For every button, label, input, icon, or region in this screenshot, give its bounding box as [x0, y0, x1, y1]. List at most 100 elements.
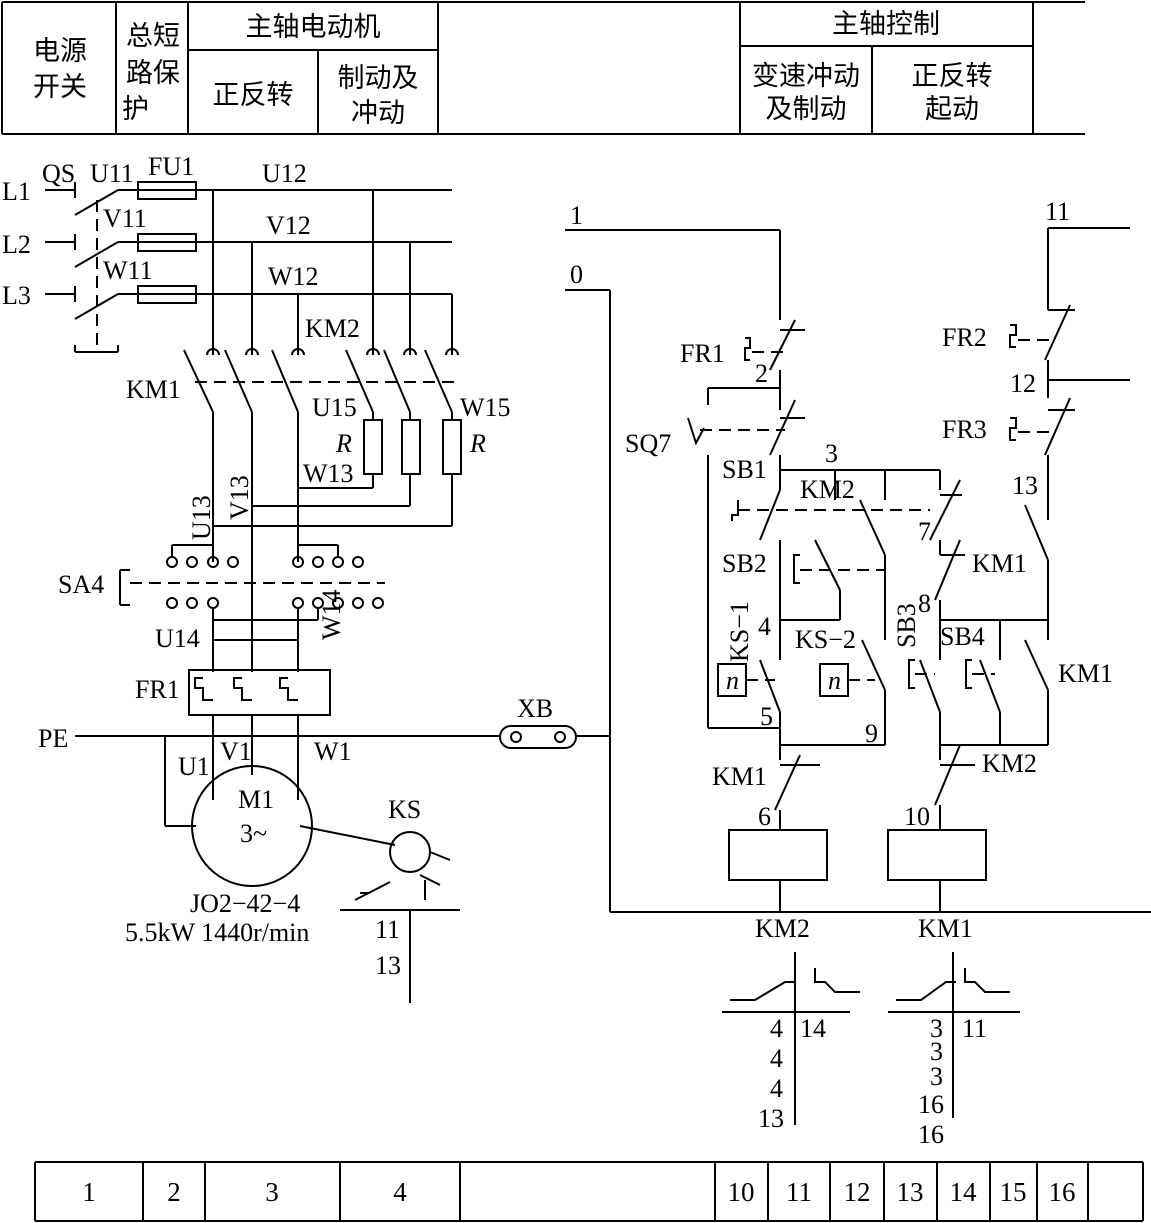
ks-speed-relay-symbol: [389, 831, 431, 873]
label-u1: U1: [178, 752, 210, 781]
label-fu1: FU1: [148, 152, 194, 181]
km2-xref-left-4: 13: [758, 1104, 784, 1133]
footer-cell-15: 15: [1000, 1177, 1027, 1207]
label-node-1: 1: [570, 201, 583, 230]
label-v11: V11: [103, 204, 147, 233]
label-v12: V12: [266, 211, 311, 240]
label-km1-ctrl2: KM1: [1058, 659, 1113, 688]
label-km2-ctrl2: KM2: [982, 749, 1037, 778]
label-n-box-1: n: [726, 666, 739, 695]
header-control-group: 主轴控制: [832, 9, 940, 40]
label-motor-rating: 5.5kW 1440r/min: [125, 918, 309, 947]
header-table: 电源 开关 总短 路保 护 主轴电动机 正反转 制动及 冲动 主轴控制 变速冲动…: [1, 1, 1085, 135]
label-node-9: 9: [865, 719, 878, 748]
footer-cell-10: 10: [728, 1177, 755, 1207]
label-fr1-ctrl: FR1: [680, 339, 725, 368]
label-node-7: 7: [918, 517, 931, 546]
label-km1-ctrl3: KM1: [712, 762, 767, 791]
label-coil-km2: KM2: [755, 914, 810, 943]
coil-km1-symbol: [887, 829, 987, 881]
km1-xref-right-1: 11: [962, 1014, 987, 1043]
label-v13: V13: [225, 475, 254, 520]
footer-cell-3: 3: [265, 1177, 279, 1207]
footer-table: 1 2 3 4 10 11 12 13 14 15 16: [34, 1161, 1144, 1222]
header-brake-line1: 制动及: [338, 63, 419, 94]
label-node-3: 3: [825, 439, 838, 468]
km2-xref-right-1: 14: [800, 1014, 826, 1043]
label-w11: W11: [103, 256, 153, 285]
label-qs: QS: [42, 159, 75, 188]
footer-cell-14: 14: [950, 1177, 978, 1207]
label-node-4: 4: [758, 612, 771, 641]
label-ks-13: 13: [375, 951, 401, 980]
header-power-line1: 电源: [33, 36, 87, 67]
label-ks-11: 11: [375, 915, 400, 944]
label-u11: U11: [90, 159, 134, 188]
label-km1-main: KM1: [126, 375, 181, 404]
label-n-box-2: n: [828, 666, 841, 695]
label-node-5: 5: [760, 702, 773, 731]
label-coil-km1: KM1: [918, 914, 973, 943]
label-fr3: FR3: [942, 415, 987, 444]
label-w12: W12: [268, 262, 319, 291]
km2-xref-left-2: 4: [770, 1044, 783, 1073]
header-fwd-rev: 正反转: [213, 80, 294, 111]
label-motor-model: JO2−42−4: [190, 889, 300, 918]
label-r2: R: [469, 429, 486, 458]
label-w15: W15: [460, 393, 511, 422]
footer-cell-12: 12: [844, 1177, 871, 1207]
label-w1: W1: [314, 737, 352, 766]
label-ks1: KS−1: [725, 601, 754, 662]
footer-cell-13: 13: [897, 1177, 924, 1207]
km1-xref-left-2: 3: [930, 1037, 943, 1066]
header-speed-line1: 变速冲动: [752, 61, 860, 92]
label-node-8: 8: [918, 589, 931, 618]
label-km2-ctrl: KM2: [800, 475, 855, 504]
coil-km2-symbol: [728, 829, 828, 881]
label-l2: L2: [2, 230, 31, 259]
label-v1: V1: [220, 737, 252, 766]
label-fr1-main: FR1: [135, 675, 180, 704]
km2-xref-left-3: 4: [770, 1074, 783, 1103]
motor-m1-symbol: [191, 765, 313, 887]
label-r1: R: [335, 429, 352, 458]
label-sa4: SA4: [58, 570, 104, 599]
label-node-13: 13: [1012, 471, 1038, 500]
header-protect-line1: 总短: [126, 21, 180, 52]
label-l1: L1: [2, 177, 31, 206]
km1-xref-left-3: 3: [930, 1062, 943, 1091]
label-u14: U14: [155, 624, 200, 653]
label-ks: KS: [388, 795, 421, 824]
header-power-line2: 开关: [33, 72, 87, 103]
label-pe: PE: [38, 724, 68, 753]
label-node-10: 10: [904, 802, 930, 831]
header-protect-line2: 路保: [126, 58, 180, 89]
label-sq7: SQ7: [625, 429, 671, 458]
footer-cell-1: 1: [82, 1177, 96, 1207]
footer-cell-16: 16: [1049, 1177, 1076, 1207]
label-sb1: SB1: [722, 455, 767, 484]
label-node-2: 2: [755, 359, 768, 388]
label-w13: W13: [303, 459, 354, 488]
label-node-12: 12: [1010, 369, 1036, 398]
label-ks2: KS−2: [795, 625, 856, 654]
label-km2-main: KM2: [305, 314, 360, 343]
header-start-line1: 正反转: [912, 61, 993, 92]
header-brake-line2: 冲动: [351, 98, 405, 129]
label-node-6: 6: [758, 802, 771, 831]
control-circuit: [565, 227, 1151, 1125]
label-fr2: FR2: [942, 323, 987, 352]
label-u13: U13: [187, 495, 216, 540]
label-node-0: 0: [570, 260, 583, 289]
label-l3: L3: [2, 281, 31, 310]
label-w14: W14: [317, 589, 346, 640]
km2-xref-left-1: 4: [770, 1014, 783, 1043]
km1-xref-left-4: 16: [918, 1090, 944, 1119]
km1-xref-left-5: 16: [918, 1120, 944, 1149]
schematic-labels: QS U11 FU1 V11 W11 L1 L2 L3 U12 V12 W12 …: [2, 152, 1113, 1149]
footer-cell-2: 2: [167, 1177, 181, 1207]
label-sb2: SB2: [722, 549, 767, 578]
label-km1-ctrl1: KM1: [972, 549, 1027, 578]
label-node-11: 11: [1045, 197, 1070, 226]
